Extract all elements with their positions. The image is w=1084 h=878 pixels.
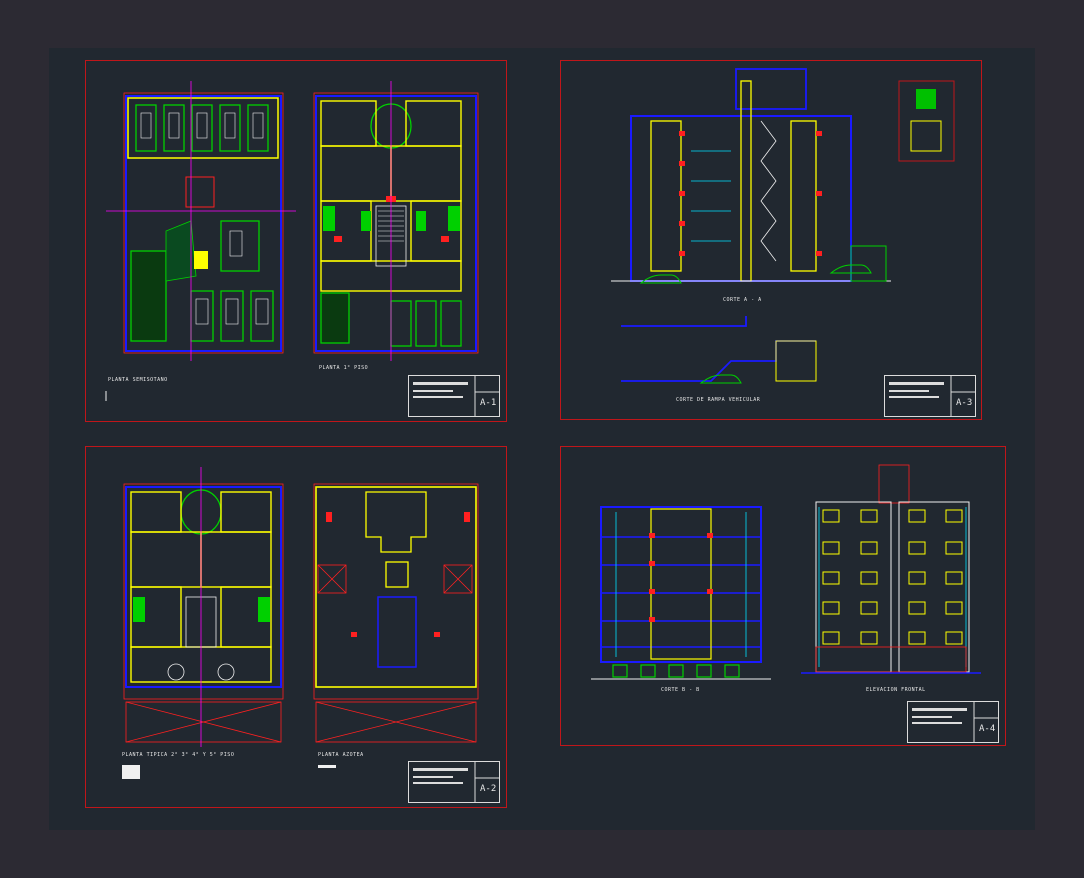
title-block-a2: A-2 [408, 761, 500, 803]
sheet-a2[interactable]: PLANTA TIPICA 2° 3° 4° Y 5° PISO PLANTA … [85, 446, 507, 808]
label-corte-b-b: CORTE B - B [661, 687, 700, 693]
sheet-a4[interactable]: CORTE B - B ELEVACION FRONTAL A-4 [560, 446, 1006, 746]
drawing-canvas: PLANTA SEMISOTANO PLANTA 1° PISO A-1 [49, 48, 1035, 830]
corte-b-b-and-elevacion-drawing [591, 464, 981, 680]
label-planta-tipica: PLANTA TIPICA 2° 3° 4° Y 5° PISO [122, 752, 235, 758]
label-planta-1-piso: PLANTA 1° PISO [319, 365, 369, 371]
label-planta-semisotano: PLANTA SEMISOTANO [108, 377, 168, 383]
sheet-a1[interactable]: PLANTA SEMISOTANO PLANTA 1° PISO A-1 [85, 60, 507, 422]
label-planta-azotea: PLANTA AZOTEA [318, 752, 364, 758]
title-block-a3: A-3 [884, 375, 976, 417]
plan-semisotano-and-1st-floor-drawing [105, 81, 479, 401]
label-corte-a-a: CORTE A - A [723, 297, 762, 303]
sheet-a3[interactable]: CORTE A - A CORTE DE RAMPA VEHICULAR A-3 [560, 60, 982, 420]
label-elevacion-frontal: ELEVACION FRONTAL [866, 687, 926, 693]
corte-a-a-drawing [611, 68, 955, 384]
sheet-number-a3: A-3 [956, 398, 973, 408]
planta-tipica-and-azotea-drawing [122, 467, 479, 779]
label-corte-rampa: CORTE DE RAMPA VEHICULAR [676, 397, 761, 403]
sheet-number-a1: A-1 [480, 398, 497, 408]
sheet-number-a4: A-4 [979, 724, 996, 734]
title-block-a4: A-4 [907, 701, 999, 743]
title-block-a1: A-1 [408, 375, 500, 417]
sheet-number-a2: A-2 [480, 784, 497, 794]
